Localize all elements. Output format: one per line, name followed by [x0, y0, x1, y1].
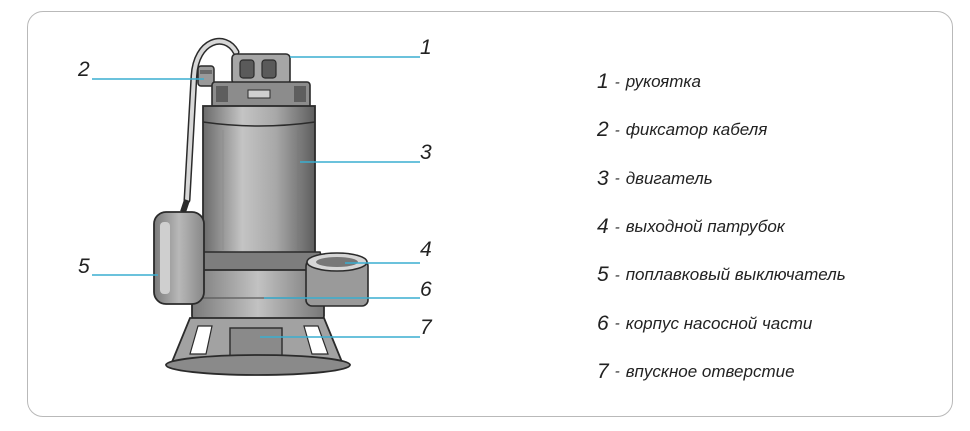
legend-separator: -	[614, 315, 620, 333]
outlet-pipe	[305, 252, 369, 307]
legend-item-1: 1 - рукоятка	[597, 58, 947, 106]
leader-lines	[92, 56, 420, 338]
legend-separator: -	[614, 218, 620, 236]
legend-separator: -	[614, 121, 620, 139]
legend-item-7: 7 - впускное отверстие	[597, 348, 947, 396]
pump-casing	[188, 251, 328, 321]
callout-number-7: 7	[420, 316, 433, 339]
legend-number: 6	[597, 311, 609, 335]
legend-number: 4	[597, 215, 609, 239]
legend-label: рукоятка	[625, 72, 701, 92]
pump-base	[165, 317, 351, 376]
legend-number: 3	[597, 166, 609, 190]
handle	[231, 53, 291, 85]
legend-item-2: 2 - фиксатор кабеля	[597, 106, 947, 154]
callout-number-3: 3	[420, 141, 432, 164]
legend-separator: -	[614, 363, 620, 381]
motor-top-cap	[211, 81, 311, 109]
callout-number-6: 6	[420, 278, 432, 301]
legend-number: 5	[597, 263, 609, 287]
cable-lock	[197, 65, 215, 87]
motor-housing	[202, 105, 316, 257]
callout-number-1: 1	[420, 36, 432, 59]
legend-item-3: 3 - двигатель	[597, 155, 947, 203]
legend-label: фиксатор кабеля	[625, 120, 768, 140]
legend-label: выходной патрубок	[625, 217, 785, 237]
callout-number-5: 5	[78, 255, 90, 278]
legend-separator: -	[614, 73, 620, 91]
legend-number: 7	[597, 359, 609, 383]
legend-item-5: 5 - поплавковый выключатель	[597, 251, 947, 299]
legend-number: 1	[597, 70, 609, 94]
diagram-frame	[27, 11, 953, 417]
legend-label: двигатель	[625, 168, 713, 188]
parts-legend: 1 - рукоятка 2 - фиксатор кабеля 3 - дви…	[597, 58, 947, 396]
legend-label: корпус насосной части	[625, 313, 813, 333]
legend-item-4: 4 - выходной патрубок	[597, 203, 947, 251]
callout-number-4: 4	[420, 238, 432, 261]
callout-number-2: 2	[77, 58, 90, 81]
legend-separator: -	[614, 266, 620, 284]
float-switch	[153, 211, 205, 305]
legend-item-6: 6 - корпус насосной части	[597, 299, 947, 347]
legend-number: 2	[597, 118, 609, 142]
legend-label: поплавковый выключатель	[625, 265, 846, 285]
legend-separator: -	[614, 170, 620, 188]
legend-label: впускное отверстие	[625, 361, 795, 381]
